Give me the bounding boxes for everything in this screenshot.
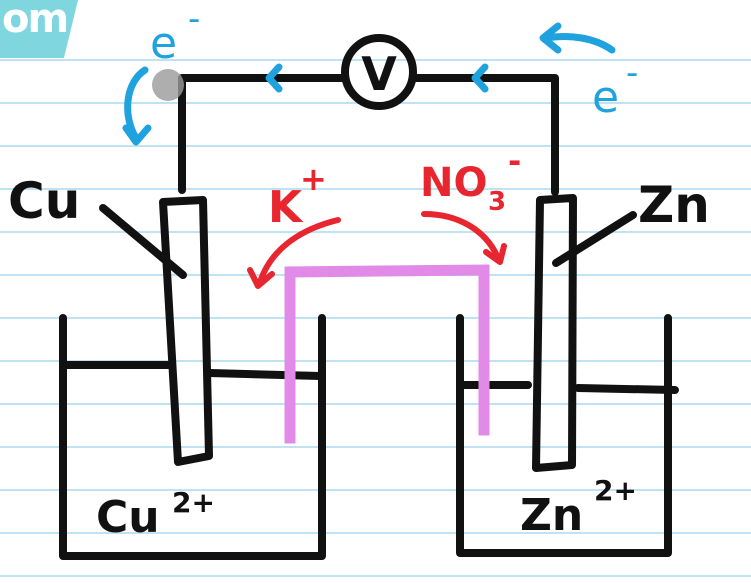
electron-arrow-right (542, 33, 616, 54)
voltmeter-label: V (361, 47, 397, 101)
solution-label-zinc-sup: 2+ (594, 474, 637, 507)
anion-label-sup: - (508, 142, 521, 180)
electrode-label-zinc: Zn (638, 176, 710, 234)
voltmeter-circle (341, 34, 417, 110)
anion-arrow (421, 211, 501, 261)
anion-label: NO (420, 160, 487, 206)
electron-label-left: e (150, 18, 177, 69)
corner-tag: om (0, 0, 78, 58)
solution-line-left (61, 361, 324, 380)
corner-tag-text: om (2, 0, 69, 42)
pointer-zinc (552, 211, 637, 267)
electrode-copper (159, 196, 213, 466)
electron-chevron-left (265, 63, 283, 93)
pointer-copper (99, 204, 187, 279)
beaker-right (456, 314, 672, 557)
electron-label-left-sup: - (188, 0, 200, 39)
cation-label-sup: + (300, 160, 327, 198)
electron-arrowhead-left (122, 124, 152, 146)
electron-chevron-right (471, 63, 489, 93)
anion-arrowhead (483, 243, 507, 265)
anion-label-sub: 3 (488, 187, 506, 217)
electrode-label-copper: Cu (8, 172, 80, 230)
solution-label-copper-sup: 2+ (172, 486, 215, 519)
electron-arrowhead-right (539, 22, 562, 54)
solution-label-copper: Cu (96, 492, 160, 543)
electron-label-right: e (592, 72, 619, 123)
cation-arrowhead (247, 267, 275, 289)
salt-bridge (284, 264, 490, 444)
wire-junction-dot (152, 69, 184, 101)
beaker-left (59, 314, 326, 560)
solution-line-right (458, 381, 679, 394)
electron-label-right-sup: - (626, 53, 638, 93)
electron-arrow-left (124, 66, 149, 142)
solution-label-zinc: Zn (520, 490, 583, 541)
electrode-zinc (532, 194, 577, 472)
cation-label: K (268, 182, 304, 233)
cation-arrow (257, 217, 341, 285)
